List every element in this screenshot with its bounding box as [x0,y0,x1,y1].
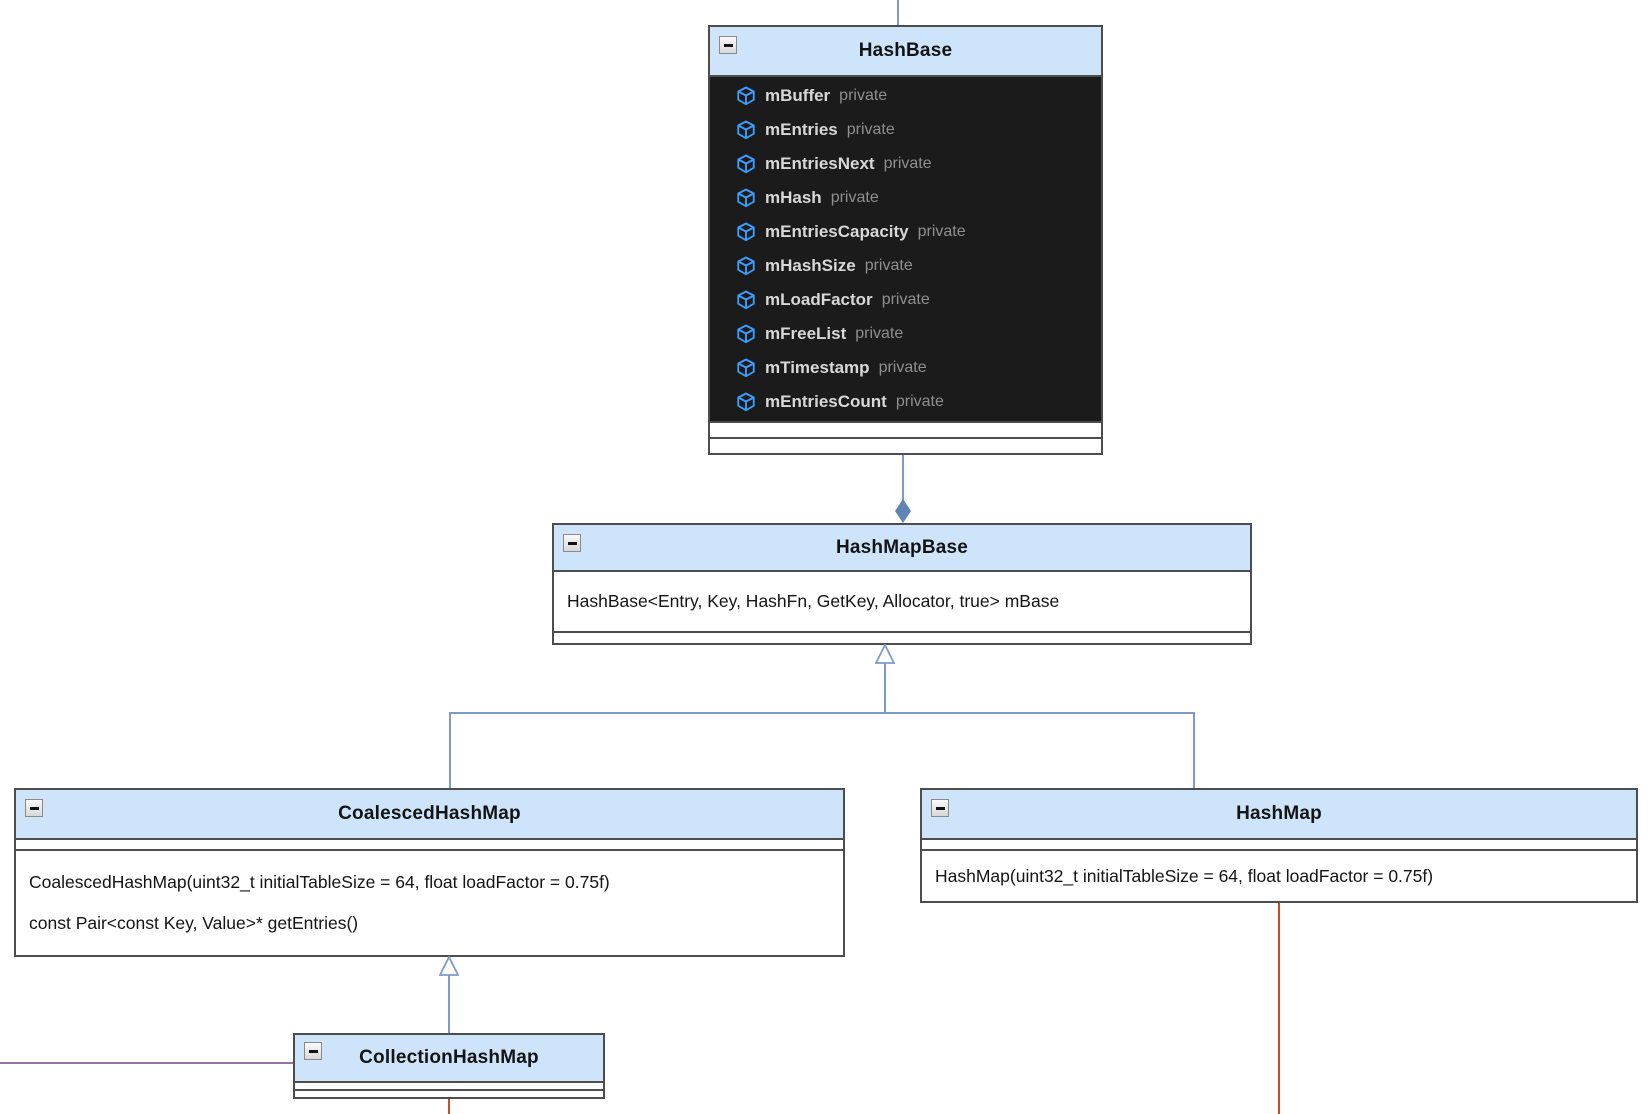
field-row[interactable]: mHashSize private [736,249,1101,283]
field-visibility: private [917,223,966,240]
member-row[interactable]: HashBase<Entry, Key, HashFn, GetKey, All… [567,591,1060,611]
class-header-collectionhashmap[interactable]: CollectionHashMap [295,1035,603,1081]
empty-methods-compartment [710,421,1101,437]
edge-collectionhashmap-coalescedhashmap [448,975,450,1033]
edge-inheritance-stem [884,663,886,714]
field-cube-icon [736,222,756,242]
collapse-button[interactable] [719,36,737,54]
minus-icon [308,1049,318,1053]
class-header-coalescedhashmap[interactable]: CoalescedHashMap [16,790,843,840]
member-compartment-hashmapbase: HashBase<Entry, Key, HashFn, GetKey, All… [554,572,1250,631]
field-name: mEntriesCount [765,392,887,411]
field-cube-icon [736,324,756,344]
field-name: mEntriesCapacity [765,222,909,241]
field-name: mTimestamp [765,358,870,377]
field-row[interactable]: mFreeList private [736,317,1101,351]
inheritance-arrow-icon [875,644,895,664]
field-cube-icon [736,120,756,140]
field-visibility: private [839,87,888,104]
edge-hashbase-hashmapbase [902,455,904,501]
inheritance-arrow-icon [439,956,459,976]
collapse-button[interactable] [931,799,949,817]
empty-field-compartment [922,840,1636,849]
class-title: HashBase [858,40,953,61]
minus-icon [567,541,577,545]
field-row[interactable]: mBuffer private [736,79,1101,113]
member-row[interactable]: CoalescedHashMap(uint32_t initialTableSi… [29,871,610,892]
field-cube-icon [736,290,756,310]
empty-nested-compartment [710,437,1101,453]
field-row[interactable]: mEntries private [736,113,1101,147]
field-name: mEntriesNext [765,154,875,173]
collapse-button[interactable] [563,534,581,552]
class-box-coalescedhashmap: CoalescedHashMap CoalescedHashMap(uint32… [14,788,845,957]
field-visibility: private [883,155,932,172]
edge-purple-into-collectionhashmap [0,1062,293,1064]
field-cube-icon [736,154,756,174]
class-header-hashmap[interactable]: HashMap [922,790,1636,840]
field-row[interactable]: mEntriesNext private [736,147,1101,181]
field-row[interactable]: mLoadFactor private [736,283,1101,317]
field-name: mEntries [765,120,838,139]
member-compartment-coalescedhashmap: CoalescedHashMap(uint32_t initialTableSi… [16,849,843,955]
member-row[interactable]: const Pair<const Key, Value>* getEntries… [29,913,359,934]
minus-icon [29,806,39,810]
edge-top-into-hashbase [897,0,899,25]
edge-red-from-collectionhashmap [448,1099,450,1114]
collapse-button[interactable] [304,1042,322,1060]
class-box-hashmapbase: HashMapBase HashBase<Entry, Key, HashFn,… [552,523,1252,645]
class-header-hashmapbase[interactable]: HashMapBase [554,525,1250,572]
empty-compartment [554,631,1250,643]
field-cube-icon [736,86,756,106]
edge-red-from-hashmap [1278,903,1280,1114]
class-title: HashMapBase [835,536,969,558]
composition-diamond-icon [895,499,911,523]
field-name: mHash [765,188,822,207]
field-visibility: private [895,393,944,410]
collapse-button[interactable] [25,799,43,817]
edge-inheritance-branch [449,712,1195,714]
field-visibility: private [846,121,895,138]
class-box-hashbase: HashBase mBuffer private mEntries privat… [708,25,1103,455]
class-box-hashmap: HashMap HashMap(uint32_t initialTableSiz… [920,788,1638,903]
field-compartment-hashbase: mBuffer private mEntries private mEntrie… [710,77,1101,421]
field-name: mLoadFactor [765,290,873,309]
empty-compartment [295,1089,603,1097]
class-title: CollectionHashMap [359,1047,539,1068]
field-visibility: private [864,257,913,274]
field-cube-icon [736,392,756,412]
field-cube-icon [736,358,756,378]
field-row[interactable]: mEntriesCount private [736,385,1101,419]
member-compartment-hashmap: HashMap(uint32_t initialTableSize = 64, … [922,849,1636,901]
empty-field-compartment [16,840,843,849]
field-visibility: private [881,291,930,308]
class-box-collectionhashmap: CollectionHashMap [293,1033,605,1099]
edge-to-hashmap [1193,712,1195,788]
field-visibility: private [830,189,879,206]
minus-icon [723,43,733,47]
field-row[interactable]: mHash private [736,181,1101,215]
field-cube-icon [736,188,756,208]
field-name: mHashSize [765,256,856,275]
member-row[interactable]: HashMap(uint32_t initialTableSize = 64, … [935,865,1434,886]
field-visibility: private [855,325,904,342]
field-name: mFreeList [765,324,847,343]
class-header-hashbase[interactable]: HashBase [710,27,1101,77]
field-row[interactable]: mTimestamp private [736,351,1101,385]
field-visibility: private [878,359,927,376]
edge-to-coalescedhashmap [449,712,451,788]
minus-icon [935,806,945,810]
field-cube-icon [736,256,756,276]
empty-compartment [295,1081,603,1089]
field-row[interactable]: mEntriesCapacity private [736,215,1101,249]
class-title: CoalescedHashMap [338,803,521,824]
class-title: HashMap [1236,803,1322,824]
field-name: mBuffer [765,86,831,105]
